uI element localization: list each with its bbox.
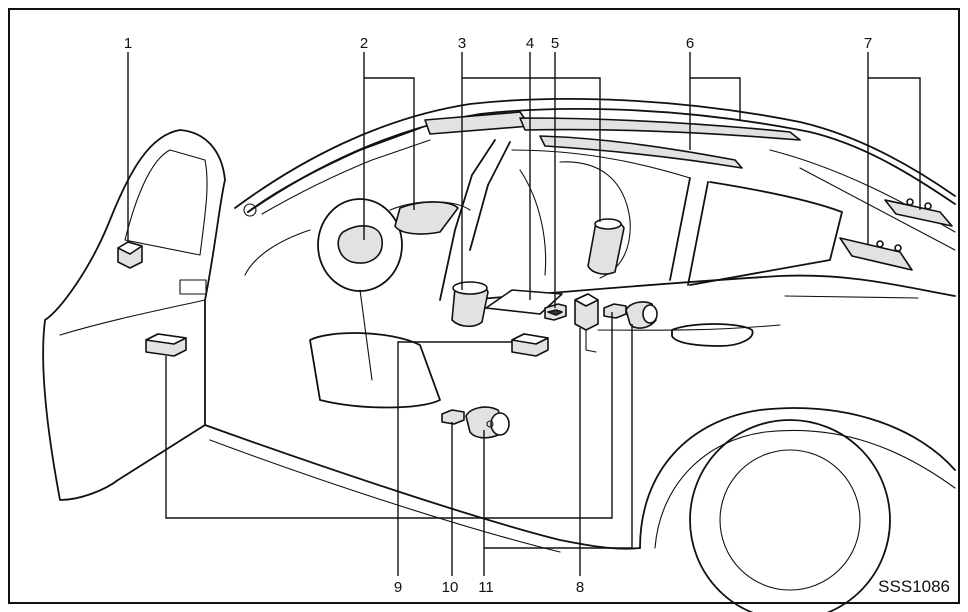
part-control-unit-8 <box>574 293 599 353</box>
callout-7: 7 <box>864 35 872 52</box>
callout-1: 1 <box>124 35 132 52</box>
part-connector-10 <box>441 409 465 425</box>
part-occupant-sensor-mat-4 <box>485 289 563 315</box>
part-front-door-module-left <box>145 333 187 357</box>
callout-8: 8 <box>576 579 584 596</box>
leader-lines <box>127 52 921 576</box>
callout-10: 10 <box>442 579 459 596</box>
part-pretensioner-11-lower <box>465 406 510 439</box>
part-door-sensor-1 <box>117 241 143 269</box>
part-passenger-airbag-2 <box>394 201 459 235</box>
callout-6: 6 <box>686 35 694 52</box>
part-steering-airbag-2 <box>337 225 383 264</box>
callout-3: 3 <box>458 35 466 52</box>
part-connector-upper <box>603 303 627 319</box>
callout-11: 11 <box>478 579 494 596</box>
callout-5: 5 <box>551 35 559 52</box>
figure-code: SSS1086 <box>878 577 950 596</box>
figure-border <box>8 8 960 604</box>
callout-2: 2 <box>360 35 368 52</box>
part-side-sensor-9 <box>511 333 549 357</box>
callout-9: 9 <box>394 579 402 596</box>
part-seat-airbag-3-front <box>451 281 489 328</box>
part-pretensioner-11-upper <box>625 301 658 329</box>
part-sensor-module-5 <box>544 303 567 321</box>
part-seat-airbag-3-rear <box>587 218 625 275</box>
callout-4: 4 <box>526 35 534 52</box>
car-body-outline <box>42 98 956 612</box>
